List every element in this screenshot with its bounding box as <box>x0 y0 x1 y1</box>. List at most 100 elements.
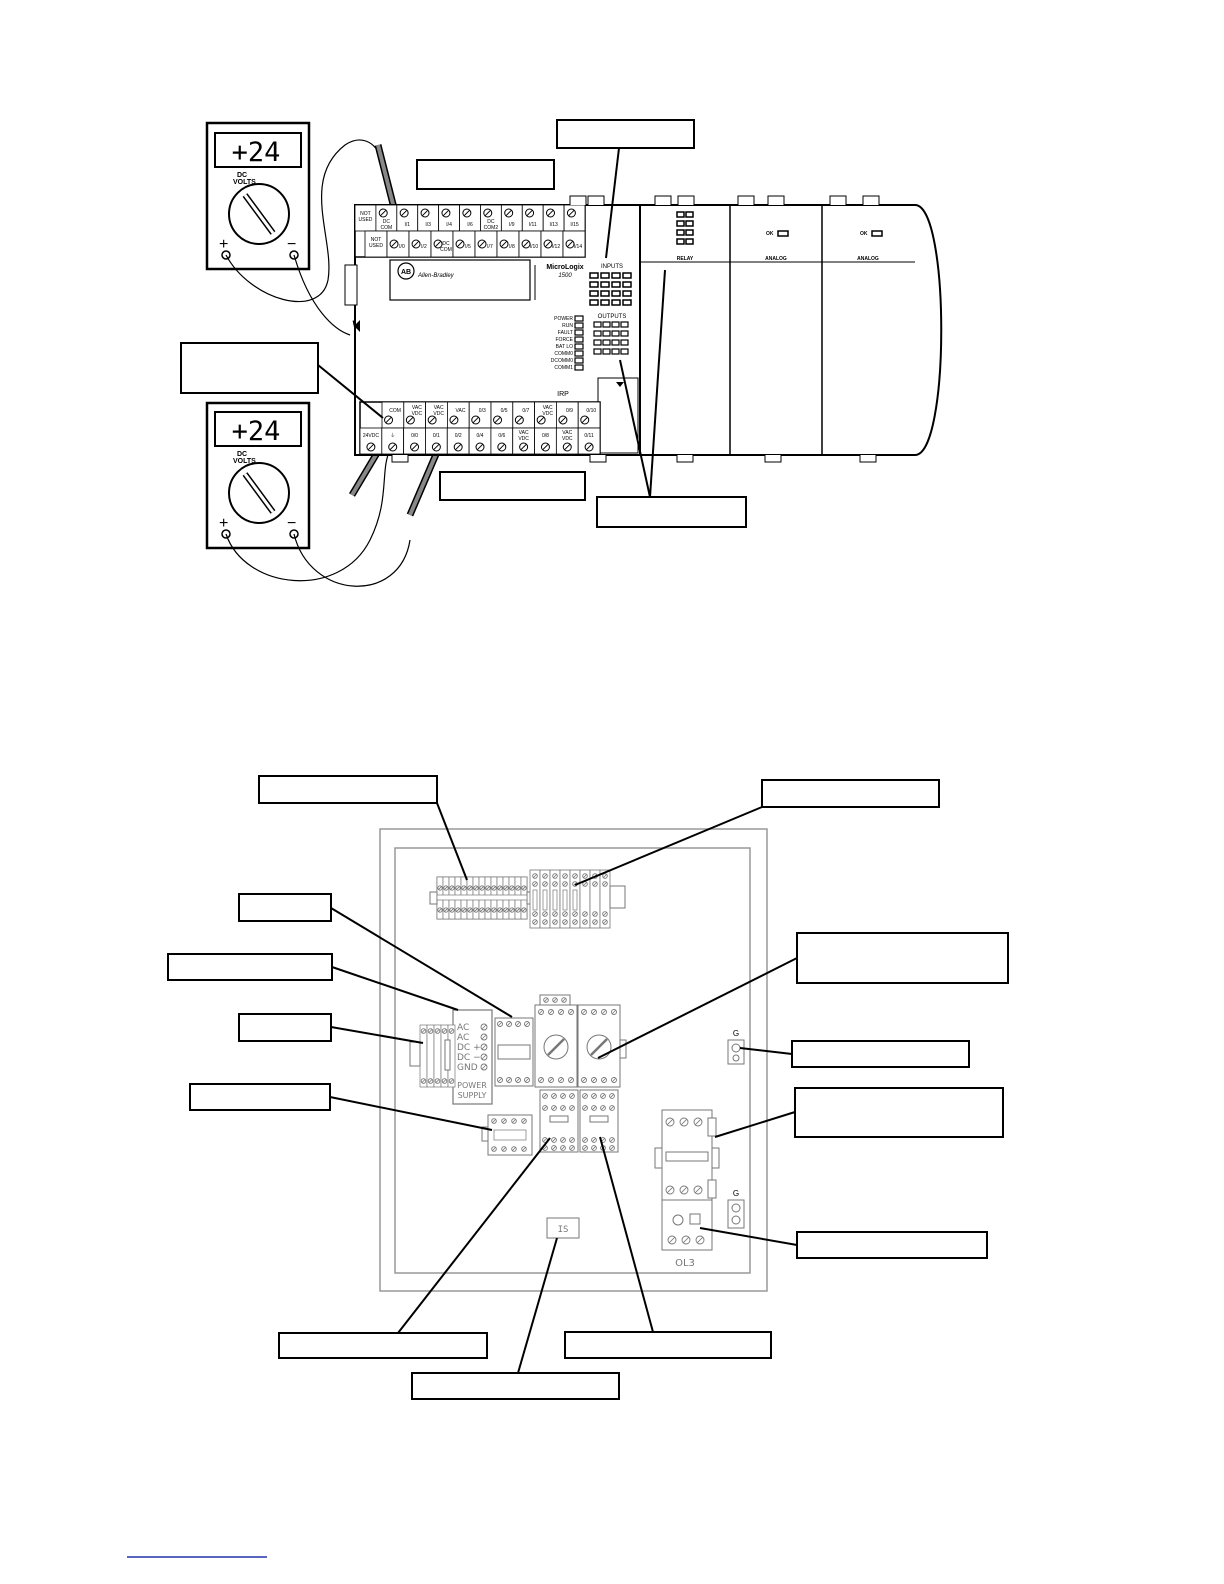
status-light-label: POWER <box>554 316 573 322</box>
output-leds <box>593 321 629 355</box>
status-light-label: DCOMM0 <box>551 358 573 364</box>
is-label: IS <box>558 1225 569 1235</box>
terminal-label: VAC <box>519 430 529 436</box>
callout-box <box>278 1332 488 1359</box>
terminal-label: 0/11 <box>584 433 594 439</box>
terminal-label: ⏚ <box>390 432 395 439</box>
terminal-label: VDC <box>562 436 573 442</box>
terminal-label: COM <box>381 225 393 231</box>
terminal-label: USED <box>359 217 373 223</box>
power-supply-title-2: SUPPLY <box>458 1091 487 1100</box>
callout-box <box>596 496 747 528</box>
input-leds <box>589 272 632 306</box>
meter-reading: +24 <box>232 137 281 168</box>
terminal-label: 0/2 <box>455 433 462 439</box>
callout-box <box>167 953 333 981</box>
terminal-label: I/8 <box>509 244 515 250</box>
terminal-label: I/4 <box>446 222 452 228</box>
terminal-label: VDC <box>542 411 553 417</box>
circuit-breakers <box>494 994 627 1088</box>
meter-plus: + <box>219 515 228 532</box>
callout-box <box>791 1040 970 1068</box>
fuse-block <box>409 1024 456 1088</box>
meter-mode-label: DC <box>237 172 247 179</box>
motor-starter <box>654 1109 720 1251</box>
terminal-label: I/2 <box>421 244 427 250</box>
power-supply-terminal-label: AC <box>457 1033 469 1043</box>
callout-box <box>796 1231 988 1259</box>
model-name: MicroLogix <box>546 264 583 271</box>
callout-box <box>411 1372 620 1400</box>
meter-minus: − <box>287 515 296 532</box>
multimeter-top: +24 DC VOLTS + − <box>205 121 311 271</box>
module-title: ANALOG <box>765 256 787 262</box>
terminal-label: NOT <box>371 237 382 243</box>
terminal-label: I/12 <box>552 244 561 250</box>
status-light-label: RUN <box>562 323 573 329</box>
callout-box <box>238 893 332 922</box>
callout-box <box>189 1083 331 1111</box>
callout-box <box>564 1331 772 1359</box>
brand-logo-text: AB <box>401 269 411 276</box>
terminal-label: 24VDC <box>363 433 380 439</box>
terminal-label: 0/4 <box>477 433 484 439</box>
callout-box <box>238 1013 332 1042</box>
terminal-label: 0/1 <box>433 433 440 439</box>
terminal-label: DC <box>383 219 391 225</box>
meter-mode-label: DC <box>237 451 247 458</box>
callout-box <box>258 775 438 804</box>
ground-label: G <box>733 1189 739 1198</box>
terminal-label: I/3 <box>425 222 431 228</box>
terminal-label: I/14 <box>574 244 583 250</box>
terminal-strip <box>429 876 535 920</box>
outputs-label: OUTPUTS <box>598 314 627 320</box>
callout-boxes-bottom <box>167 775 1009 1400</box>
ground-label: G <box>733 1029 739 1038</box>
terminal-label: VAC <box>434 405 444 411</box>
terminal-label: VAC <box>456 408 466 414</box>
terminal-label: 0/7 <box>522 408 529 414</box>
terminal-label: COM <box>440 247 452 253</box>
callout-box <box>180 342 319 394</box>
power-supply-terminal-label: GND <box>457 1063 478 1073</box>
terminal-label: 0/8 <box>542 433 549 439</box>
callout-box <box>416 159 555 190</box>
terminal-label: I/9 <box>509 222 515 228</box>
terminal-label: NOT <box>360 211 371 217</box>
callout-leaders-bottom <box>329 802 798 1374</box>
callout-box <box>439 471 586 501</box>
status-light-label: COMM1 <box>554 365 573 371</box>
terminal-label: 0/3 <box>479 408 486 414</box>
status-light-label: COMM0 <box>554 351 573 357</box>
terminal-label: VDC <box>518 436 529 442</box>
relay-bank <box>529 869 626 929</box>
overload-label: OL3 <box>675 1258 695 1269</box>
callout-box <box>794 1087 1004 1138</box>
terminal-label: COM <box>389 408 401 414</box>
power-supply-terminal-label: AC <box>457 1023 469 1033</box>
meter-reading: +24 <box>232 416 281 447</box>
callout-box <box>761 779 940 808</box>
inputs-label: INPUTS <box>601 264 623 270</box>
terminal-label: 0/0 <box>411 433 418 439</box>
terminal-label: VAC <box>562 430 572 436</box>
terminal-label: VDC <box>412 411 423 417</box>
callout-box <box>556 119 695 149</box>
terminal-label: 0/6 <box>498 433 505 439</box>
terminal-label: I/11 <box>529 222 537 228</box>
terminal-label: VAC <box>543 405 553 411</box>
power-supply-terminal-label: DC − <box>457 1053 481 1063</box>
meter-minus: − <box>287 236 296 253</box>
meter-plus: + <box>219 236 228 253</box>
control-relay <box>481 1114 533 1156</box>
terminal-label: DC <box>442 241 450 247</box>
terminal-label: 0/5 <box>501 408 508 414</box>
terminal-label: 0/10 <box>586 408 596 414</box>
status-light-label: FORCE <box>556 337 574 343</box>
